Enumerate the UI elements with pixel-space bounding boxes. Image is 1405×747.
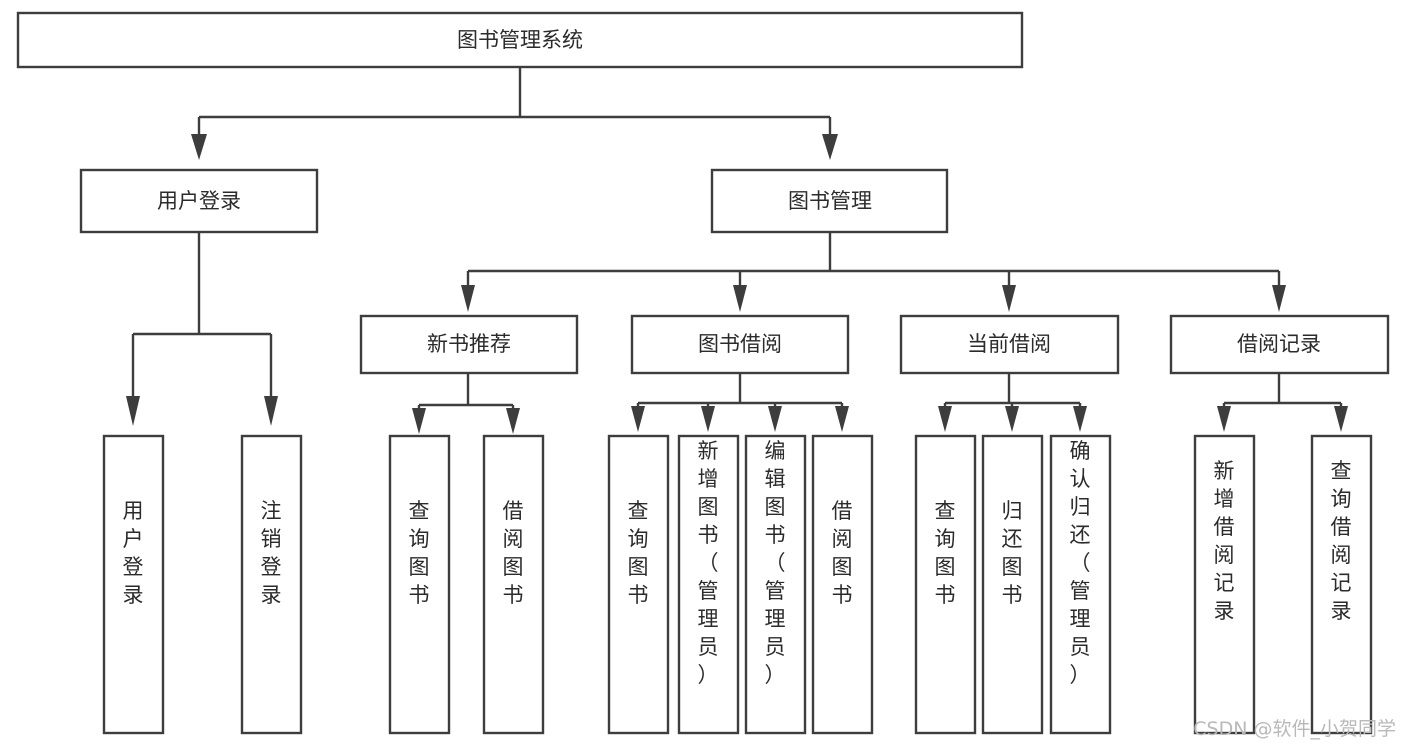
node-leaf-query-book-3[interactable]: 查询图书 xyxy=(914,434,977,735)
node-leaf-query-book-1-box[interactable] xyxy=(388,434,451,735)
arrow-head-leaf-return-book xyxy=(1005,406,1019,432)
csdn-watermark: CSDN @软件_小贺同学 xyxy=(1193,718,1396,740)
node-leaf-return-book-label: 归还图书 xyxy=(1002,499,1023,607)
node-leaf-edit-book-box[interactable] xyxy=(744,434,807,735)
node-current-borrow-label: 当前借阅 xyxy=(967,332,1051,356)
node-borrow-record-label: 借阅记录 xyxy=(1237,332,1321,356)
node-user-login[interactable]: 用户登录 xyxy=(79,168,319,234)
node-leaf-query-book-3-label: 查询图书 xyxy=(935,499,956,607)
node-leaf-confirm-return-label: 确认归还（管理员） xyxy=(1070,439,1091,687)
arrow-head-borrow-record xyxy=(1272,285,1286,312)
node-leaf-add-record-box[interactable] xyxy=(1193,434,1256,735)
arrow-head-user-login xyxy=(191,134,207,160)
node-leaf-user-login-box[interactable] xyxy=(102,434,165,735)
node-leaf-edit-book-label: 编辑图书（管理员） xyxy=(765,439,786,687)
arrow-head-leaf-borrow-book-1 xyxy=(506,408,520,434)
node-leaf-return-book-box[interactable] xyxy=(981,434,1044,735)
arrow-head-leaf-borrow-book-2 xyxy=(835,406,849,432)
node-leaf-add-book-box[interactable] xyxy=(677,434,740,735)
node-leaf-logout-login-box[interactable] xyxy=(240,434,303,735)
node-leaf-return-book[interactable]: 归还图书 xyxy=(981,434,1044,735)
node-leaf-borrow-book-1-box[interactable] xyxy=(482,434,545,735)
node-user-login-label: 用户登录 xyxy=(157,189,241,213)
node-leaf-add-record[interactable]: 新增借阅记录 xyxy=(1193,434,1256,735)
node-leaf-borrow-book-1-label: 借阅图书 xyxy=(503,499,524,607)
node-leaf-borrow-book-1[interactable]: 借阅图书 xyxy=(482,434,545,735)
node-book-borrow-box[interactable] xyxy=(630,314,850,375)
arrow-head-leaf-logout-login xyxy=(264,396,278,426)
node-leaf-query-book-2-box[interactable] xyxy=(607,434,670,735)
arrow-head-new-book-recommend xyxy=(461,285,475,312)
node-root[interactable]: 图书管理系统 xyxy=(16,11,1024,69)
node-leaf-confirm-return-box[interactable] xyxy=(1049,434,1112,735)
node-current-borrow[interactable]: 当前借阅 xyxy=(899,314,1120,375)
node-leaf-query-book-2[interactable]: 查询图书 xyxy=(607,434,670,735)
node-leaf-add-book[interactable]: 新增图书（管理员） xyxy=(677,434,740,735)
node-leaf-user-login[interactable]: 用户登录 xyxy=(102,434,165,735)
node-book-manage-label: 图书管理 xyxy=(788,189,872,213)
node-book-borrow-label: 图书借阅 xyxy=(698,332,782,356)
node-leaf-confirm-return[interactable]: 确认归还（管理员） xyxy=(1049,434,1112,735)
arrow-head-leaf-user-login xyxy=(126,396,140,426)
node-book-manage-box[interactable] xyxy=(710,168,949,234)
node-root-box[interactable] xyxy=(16,11,1024,69)
node-leaf-borrow-book-2[interactable]: 借阅图书 xyxy=(811,434,874,735)
arrow-head-leaf-query-book-2 xyxy=(631,406,645,432)
node-leaf-add-record-label: 新增借阅记录 xyxy=(1214,459,1235,623)
node-leaf-query-record-label: 查询借阅记录 xyxy=(1331,459,1352,623)
node-new-book-recommend[interactable]: 新书推荐 xyxy=(359,314,579,375)
arrow-head-leaf-query-record xyxy=(1334,406,1348,432)
arrow-head-leaf-query-book-3 xyxy=(938,406,952,432)
node-leaf-query-record-box[interactable] xyxy=(1310,434,1373,735)
node-leaf-logout-login-label: 注销登录 xyxy=(261,499,282,607)
node-leaf-query-book-3-box[interactable] xyxy=(914,434,977,735)
arrow-head-book-manage xyxy=(822,134,838,160)
arrow-head-leaf-edit-book xyxy=(768,406,782,432)
node-new-book-recommend-label: 新书推荐 xyxy=(427,332,511,356)
node-borrow-record[interactable]: 借阅记录 xyxy=(1169,314,1390,375)
node-new-book-recommend-box[interactable] xyxy=(359,314,579,375)
node-current-borrow-box[interactable] xyxy=(899,314,1120,375)
arrow-head-current-borrow xyxy=(1002,285,1016,312)
node-leaf-borrow-book-2-box[interactable] xyxy=(811,434,874,735)
node-leaf-query-book-1-label: 查询图书 xyxy=(409,499,430,607)
node-leaf-logout-login[interactable]: 注销登录 xyxy=(240,434,303,735)
arrow-head-book-borrow xyxy=(733,285,747,312)
node-root-label: 图书管理系统 xyxy=(457,28,583,52)
node-leaf-query-record[interactable]: 查询借阅记录 xyxy=(1310,434,1373,735)
node-book-borrow[interactable]: 图书借阅 xyxy=(630,314,850,375)
node-book-manage[interactable]: 图书管理 xyxy=(710,168,949,234)
node-leaf-user-login-label: 用户登录 xyxy=(123,499,144,607)
arrow-head-leaf-confirm-return xyxy=(1073,406,1087,432)
node-borrow-record-box[interactable] xyxy=(1169,314,1390,375)
node-leaf-borrow-book-2-label: 借阅图书 xyxy=(832,499,853,607)
node-leaf-edit-book[interactable]: 编辑图书（管理员） xyxy=(744,434,807,735)
node-user-login-box[interactable] xyxy=(79,168,319,234)
node-leaf-add-book-label: 新增图书（管理员） xyxy=(698,439,719,687)
node-leaf-query-book-2-label: 查询图书 xyxy=(628,499,649,607)
arrow-head-leaf-add-book xyxy=(701,406,715,432)
connector-layer xyxy=(126,67,1348,434)
node-leaf-query-book-1[interactable]: 查询图书 xyxy=(388,434,451,735)
arrow-head-leaf-query-book-1 xyxy=(412,408,426,434)
arrow-head-leaf-add-record xyxy=(1217,406,1231,432)
